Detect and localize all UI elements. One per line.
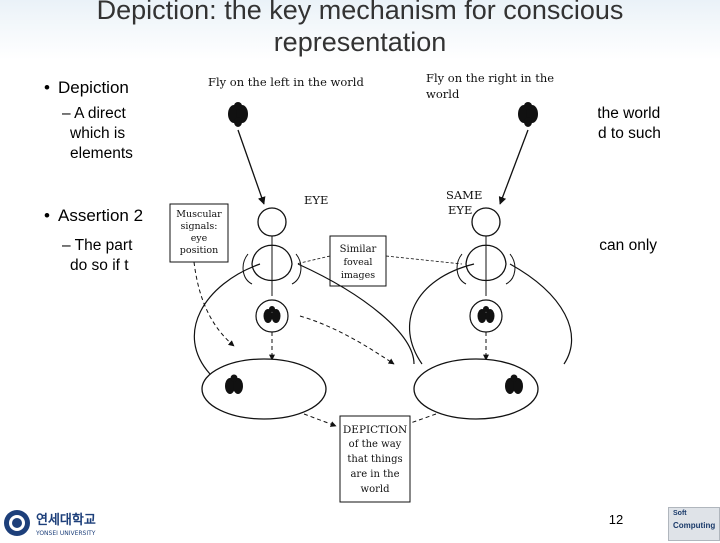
muscular-text-3: eye [191,233,208,244]
head-right-icon [456,207,516,296]
soft-computing-logo: Soft Computing [668,507,720,541]
representation-ellipse-right [413,358,539,420]
logo-text-soft: Soft [673,510,687,517]
fly-repr-left-icon [225,374,243,394]
similar-text-3: images [341,270,375,281]
fly-repr-right-icon [505,374,523,394]
page-number: 12 [608,512,624,527]
title-line-2: representation [273,27,447,57]
label-fly-right-1: Fly on the right in the [426,71,554,85]
title-line-1: Depiction: the key mechanism for conscio… [96,0,624,25]
bullet-2-sub: – The part do so if t [62,236,678,276]
similar-text-2: foveal [344,257,373,268]
muscular-text-4: position [180,245,218,256]
head-left-icon [242,207,302,296]
label-same-eye-1: SAME [446,188,482,202]
label-same-eye-2: EYE [448,203,472,217]
label-fly-left: Fly on the left in the world [208,75,364,89]
university-korean: 연세대학교 [36,512,96,528]
bullet-2: • Assertion 2 [44,206,143,226]
slide-title: Depiction: the key mechanism for conscio… [40,0,680,58]
fly-foveal-left-icon [263,306,281,323]
representation-ellipse-left [201,358,327,420]
bullet-1: • Depiction [44,78,129,98]
header-band [0,0,720,60]
muscular-box [169,203,229,263]
fly-right-icon [518,102,538,127]
bullet-1-sub-line-1: – A direct [62,105,126,122]
bullet-1-text: Depiction [58,78,129,97]
bullet-1-sub-line-2-tail: d to such [598,125,661,142]
fly-foveal-right-icon [477,306,495,323]
muscular-text-2: signals: [181,221,218,232]
depiction-text-3: that things [347,454,402,465]
bullet-2-sub-line-1: – The part [62,237,133,254]
label-eye: EYE [304,193,328,207]
yonsei-emblem-icon: 연세대학교 YONSEI UNIVERSITY [4,510,96,537]
depiction-text-4: are in the [350,469,399,480]
similar-box [329,235,387,287]
bullet-1-sub: – A direct which is elements [62,104,678,164]
bullet-2-text: Assertion 2 [58,206,144,225]
bullet-dot-icon: • [44,78,50,97]
bullet-2-sub-line-2: do so if t [70,257,129,274]
diagram-svg: Fly on the left in the world Fly on the … [169,71,573,503]
depiction-text-1: DEPICTION [343,424,407,436]
bullet-1-sub-line-3: elements [70,145,133,162]
depiction-diagram: Fly on the left in the world Fly on the … [164,64,598,506]
muscular-text-1: Muscular [176,209,222,220]
bullet-1-sub-line-2: which is [70,125,126,142]
depiction-box [339,415,411,503]
similar-text-1: Similar [340,244,377,255]
depiction-text-5: world [361,484,391,495]
university-english: YONSEI UNIVERSITY [35,530,96,537]
logo-text-computing: Computing [673,521,716,530]
yonsei-logo: 연세대학교 YONSEI UNIVERSITY [2,508,132,538]
label-fly-right-2: world [426,87,460,101]
depiction-text-2: of the way [349,439,402,450]
bullet-dot-icon: • [44,206,50,225]
fly-left-icon [228,102,248,127]
